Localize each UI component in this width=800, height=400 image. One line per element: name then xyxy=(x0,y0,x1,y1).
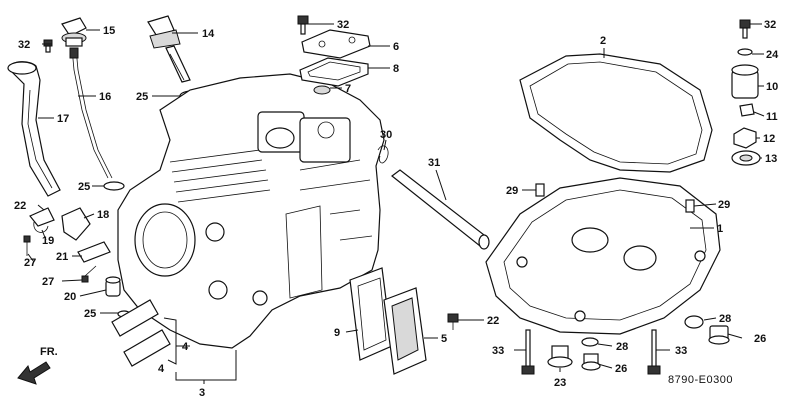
callout-13: 13 xyxy=(765,153,777,165)
part-32-bolt-right xyxy=(739,19,751,39)
part-26-plug-a xyxy=(581,353,601,371)
callout-33-right: 33 xyxy=(675,345,687,357)
callout-11: 11 xyxy=(766,111,778,123)
part-7-plug xyxy=(313,85,331,95)
callout-31: 31 xyxy=(428,157,440,169)
part-12-nut xyxy=(733,127,757,149)
part-28-washer-b xyxy=(684,315,704,329)
part-10-collar xyxy=(731,64,759,99)
part-27-screw-b xyxy=(81,265,97,283)
part-19-clamp xyxy=(33,221,49,233)
diagram-code: 8790-E0300 xyxy=(668,374,733,386)
front-direction-label: FR. xyxy=(40,346,58,358)
part-17-breather-tube xyxy=(7,61,61,197)
callout-3: 3 xyxy=(199,387,205,399)
part-5-side-cover xyxy=(383,287,427,375)
part-22-bolt-left xyxy=(29,207,55,227)
callout-18: 18 xyxy=(97,209,109,221)
part-28-washer-a xyxy=(581,337,599,347)
callout-26-bottom: 26 xyxy=(615,363,627,375)
part-15-filler-cap xyxy=(61,17,87,47)
callout-4-upper: 4 xyxy=(182,341,189,353)
part-23-drain-plug xyxy=(547,345,573,368)
part-21-bracket xyxy=(77,241,111,263)
callout-25-b: 25 xyxy=(78,181,90,193)
callout-23: 23 xyxy=(554,377,566,389)
part-26-plug-b xyxy=(708,325,730,345)
callout-6: 6 xyxy=(393,41,399,53)
part-32-bolt-left xyxy=(43,39,53,53)
callout-28-bottom: 28 xyxy=(616,341,628,353)
callout-7: 7 xyxy=(345,83,351,95)
callout-2: 2 xyxy=(600,35,606,47)
part-1-crankcase-cover xyxy=(485,177,721,335)
callout-27-b: 27 xyxy=(42,276,54,288)
part-3-cylinder-block xyxy=(117,73,385,349)
callout-29-a: 29 xyxy=(506,185,518,197)
part-14-filler-neck xyxy=(147,15,191,83)
part-2-cover-gasket xyxy=(519,53,713,173)
part-25-o-ring-b xyxy=(103,181,125,191)
callout-1: 1 xyxy=(717,223,723,235)
part-33-bolt-b xyxy=(647,329,661,375)
callout-33-left: 33 xyxy=(492,345,504,357)
part-24-washer xyxy=(737,48,753,56)
callout-14: 14 xyxy=(202,28,215,40)
callout-32-top: 32 xyxy=(337,19,349,31)
part-22-bolt-right xyxy=(447,313,459,330)
callout-8: 8 xyxy=(393,63,399,75)
callout-15: 15 xyxy=(103,25,115,37)
callout-10: 10 xyxy=(766,81,778,93)
callout-5: 5 xyxy=(441,333,447,345)
part-8-breather-gasket xyxy=(299,57,369,87)
callout-22-left: 22 xyxy=(14,200,26,212)
callout-20: 20 xyxy=(64,291,76,303)
callout-numbers: 15 14 32 32 16 17 25 25 25 6 8 7 30 31 2… xyxy=(14,19,779,399)
callout-32-left: 32 xyxy=(18,39,30,51)
callout-25-a: 25 xyxy=(136,91,148,103)
callout-19: 19 xyxy=(42,235,54,247)
part-27-screw-a xyxy=(23,235,31,256)
part-6-breather-cover xyxy=(301,29,371,59)
callout-26-right: 26 xyxy=(754,333,766,345)
part-13-oil-seal xyxy=(731,150,761,166)
part-20-fitting xyxy=(105,276,121,297)
part-29-dowel-b xyxy=(685,199,695,213)
part-29-dowel-a xyxy=(535,183,545,197)
callout-17: 17 xyxy=(57,113,69,125)
part-32-bolt-top xyxy=(297,15,309,35)
part-33-bolt-a xyxy=(521,329,535,375)
callout-12: 12 xyxy=(763,133,775,145)
leader-lines xyxy=(27,23,765,384)
callout-24: 24 xyxy=(766,49,779,61)
callout-32-right: 32 xyxy=(764,19,776,31)
callout-27-a: 27 xyxy=(24,257,36,269)
callout-21: 21 xyxy=(56,251,68,263)
part-18-holder xyxy=(61,207,91,241)
callout-9: 9 xyxy=(334,327,340,339)
callout-22-right: 22 xyxy=(487,315,499,327)
callout-30: 30 xyxy=(380,129,392,141)
callout-25-c: 25 xyxy=(84,308,96,320)
part-4-pipes xyxy=(111,299,171,367)
callout-28-right: 28 xyxy=(719,313,731,325)
callout-29-b: 29 xyxy=(718,199,730,211)
part-30-clip xyxy=(377,145,389,164)
part-16-dipstick xyxy=(69,47,113,179)
part-31-hose xyxy=(391,169,490,250)
callout-4-lower: 4 xyxy=(158,363,165,375)
callout-16: 16 xyxy=(99,91,111,103)
front-direction-arrow-icon xyxy=(17,361,51,385)
part-11-key xyxy=(739,103,755,117)
